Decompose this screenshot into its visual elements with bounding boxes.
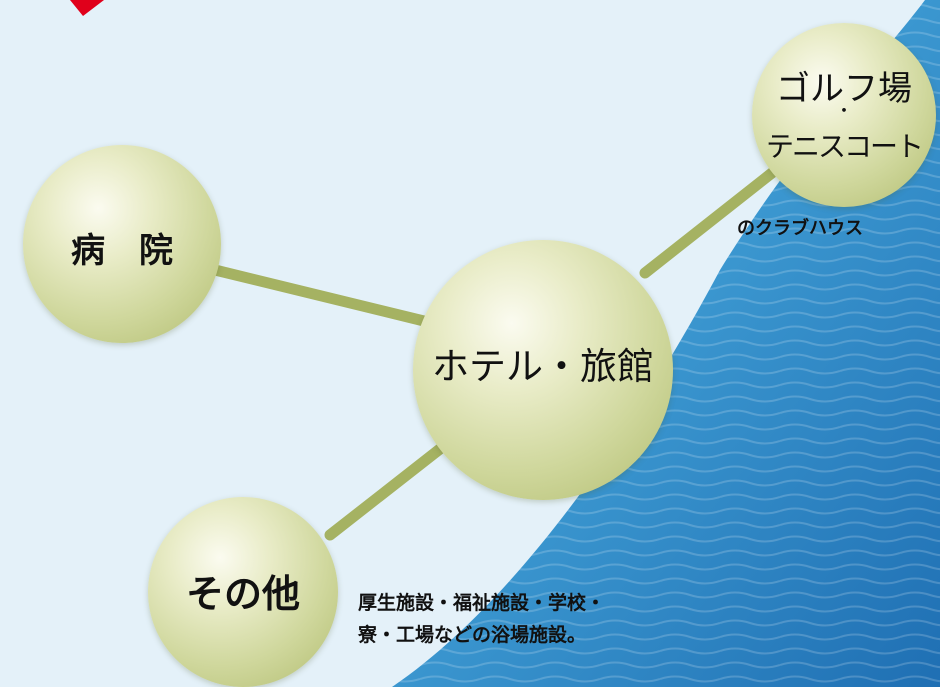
accent-mark xyxy=(70,0,104,16)
node-other-label: その他 xyxy=(185,572,300,616)
node-golf-line2: テニスコート xyxy=(765,130,924,163)
connector-hospital-hotel xyxy=(209,264,434,328)
node-golf-line1: ゴルフ場 xyxy=(776,69,912,109)
node-hospital-label: 病 院 xyxy=(71,231,173,271)
golf-note: のクラブハウス xyxy=(737,218,863,239)
node-golf-tennis: ゴルフ場 ・ テニスコート xyxy=(752,23,936,207)
node-other: その他 xyxy=(148,497,338,687)
connector-hotel-golf xyxy=(639,159,788,279)
node-hotel-label: ホテル・旅館 xyxy=(432,345,654,388)
node-hotel: ホテル・旅館 xyxy=(413,240,673,500)
connector-hotel-other xyxy=(324,439,451,541)
node-golf-separator: ・ xyxy=(835,101,853,122)
node-hospital: 病 院 xyxy=(23,145,221,343)
other-note-line1: 厚生施設・福祉施設・学校・ xyxy=(358,592,606,614)
other-note-line2: 寮・工場などの浴場施設。 xyxy=(358,624,587,646)
